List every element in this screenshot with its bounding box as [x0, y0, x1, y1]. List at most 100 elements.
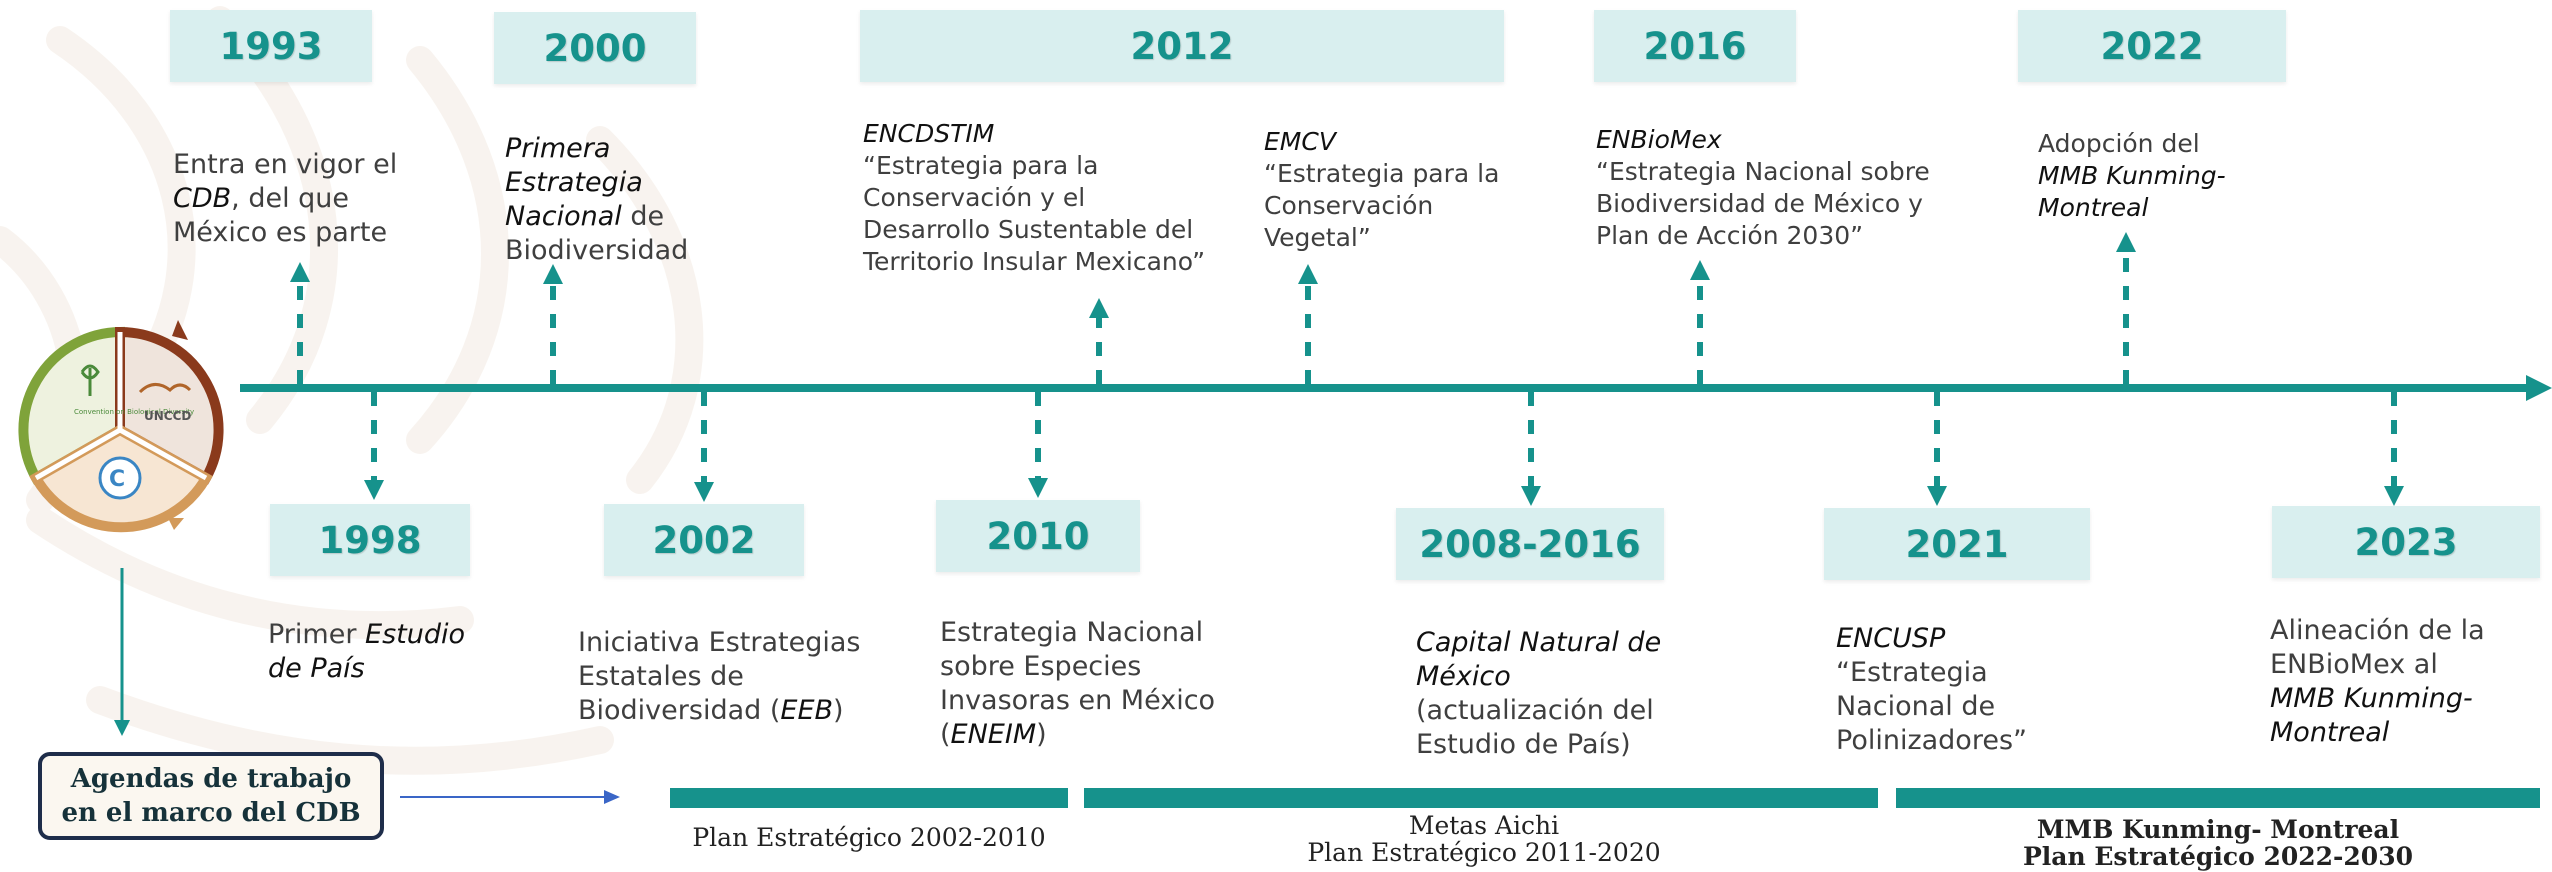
svg-text:C: C [109, 467, 125, 492]
agenda-box: Agendas de trabajo en el marco del CDB [38, 752, 384, 840]
desc-line: MMB Kunming- [2270, 682, 2550, 716]
desc-line: Biodiversidad (EEB) [578, 694, 908, 728]
desc-segment: ENCDSTIM [863, 119, 995, 148]
desc-segment: ENCUSP [1836, 623, 1946, 654]
year-box-2002: 2002 [604, 504, 804, 576]
year-box-2023: 2023 [2272, 506, 2540, 578]
desc-segment: Iniciativa Estrategias [578, 627, 861, 658]
year-box-2016: 2016 [1594, 10, 1796, 82]
agenda-arrow [400, 790, 620, 804]
desc-line: MMB Kunming- [2038, 160, 2338, 192]
desc-line: CDB, del que [173, 182, 433, 216]
year-box-1993: 1993 [170, 10, 372, 82]
year-box-2008-2016: 2008-2016 [1396, 508, 1664, 580]
agenda-line-1: Agendas de trabajo [70, 764, 352, 794]
logo-unccd-label: UNCCD [144, 409, 191, 423]
desc-segment: Entra en vigor el [173, 149, 398, 180]
desc-line: Entra en vigor el [173, 148, 433, 182]
plan-label-line: Plan Estratégico 2022-2030 [2023, 842, 2413, 871]
desc-segment: Desarrollo Sustentable del [863, 215, 1194, 244]
plan-label-2011-2020: Metas Aichi Plan Estratégico 2011-2020 [1184, 812, 1784, 866]
desc-line: (ENEIM) [940, 718, 1280, 752]
desc-line: Plan de Acción 2030” [1596, 220, 1996, 252]
desc-line: Alineación de la [2270, 614, 2550, 648]
desc-segment: sobre Especies [940, 651, 1142, 682]
desc-segment: Vegetal” [1264, 223, 1371, 252]
desc-segment: Estudio [365, 619, 465, 650]
desc-line: ENBioMex [1596, 124, 1996, 156]
desc-line: ENCDSTIM [863, 118, 1263, 150]
desc-segment: Primera [505, 133, 611, 164]
desc-segment: ( [940, 719, 951, 750]
desc-segment: ENBioMex al [2270, 649, 2438, 680]
desc-segment: ENEIM [950, 719, 1037, 750]
desc-segment: CDB [173, 183, 232, 214]
desc-segment: de País [268, 653, 365, 684]
conventions-logo: Convention on Biological Diversity UNCCD… [18, 320, 224, 533]
desc-line: Iniciativa Estrategias [578, 626, 908, 660]
desc-segment: “Estrategia para la [1264, 159, 1500, 188]
desc-segment: Conservación y el [863, 183, 1086, 212]
year-box-2021: 2021 [1824, 508, 2090, 580]
plan-label-2002-2010: Plan Estratégico 2002-2010 [670, 824, 1068, 851]
desc-segment: ) [1036, 719, 1047, 750]
desc-line: Desarrollo Sustentable del [863, 214, 1263, 246]
desc-segment: Montreal [2038, 193, 2149, 222]
logo-down-arrow [114, 568, 130, 736]
desc-line: EMCV [1264, 126, 1564, 158]
desc-segment: Capital Natural de [1416, 627, 1662, 658]
desc-segment: Invasoras en México [940, 685, 1216, 716]
desc-segment: MMB Kunming- [2270, 683, 2473, 714]
agenda-line-2: en el marco del CDB [61, 798, 361, 828]
plan-label-line: Plan Estratégico 2011-2020 [1307, 838, 1661, 867]
desc-segment: Alineación de la [2270, 615, 2485, 646]
desc-segment: Territorio Insular Mexicano” [863, 247, 1206, 276]
desc-line: Estrategia Nacional [940, 616, 1280, 650]
desc-line: Capital Natural de [1416, 626, 1746, 660]
desc-segment: Estudio de País) [1416, 729, 1631, 760]
desc-line: Estrategia [505, 166, 745, 200]
year-box-1998: 1998 [270, 504, 470, 576]
desc-segment: Adopción del [2038, 129, 2200, 158]
timeline-axis [240, 375, 2552, 401]
desc-segment: México es parte [173, 217, 388, 248]
desc-segment: (actualización del [1416, 695, 1654, 726]
desc-line: “Estrategia para la [863, 150, 1263, 182]
desc-line: México [1416, 660, 1746, 694]
plan-label-line: Metas Aichi [1408, 811, 1560, 840]
plan-bar-2002-2010 [670, 788, 1068, 808]
desc-segment: Plan de Acción 2030” [1596, 221, 1864, 250]
desc-segment: Conservación [1264, 191, 1434, 220]
desc-segment: , del que [231, 183, 350, 214]
desc-line: Conservación [1264, 190, 1564, 222]
desc-line: Nacional de [505, 200, 745, 234]
desc-line: sobre Especies [940, 650, 1280, 684]
desc-line: Nacional de [1836, 690, 2136, 724]
desc-line: Primer Estudio [268, 618, 528, 652]
desc-segment: México [1416, 661, 1511, 692]
desc-segment: Estrategia [505, 167, 643, 198]
desc-segment: Montreal [2270, 717, 2390, 748]
year-box-2022: 2022 [2018, 10, 2286, 82]
desc-line: Polinizadores” [1836, 724, 2136, 758]
desc-line: Estatales de [578, 660, 908, 694]
desc-segment: MMB Kunming- [2038, 161, 2226, 190]
desc-line: Montreal [2038, 192, 2338, 224]
desc-segment: Nacional de [1836, 691, 1996, 722]
desc-line: “Estrategia Nacional sobre [1596, 156, 1996, 188]
desc-segment: Biodiversidad de México y [1596, 189, 1923, 218]
desc-segment: EMCV [1264, 127, 1336, 156]
desc-line: de País [268, 652, 528, 686]
desc-line: Conservación y el [863, 182, 1263, 214]
year-box-2012: 2012 [860, 10, 1504, 82]
desc-segment: EEB [780, 695, 834, 726]
desc-segment: ) [833, 695, 844, 726]
desc-line: Territorio Insular Mexicano” [863, 246, 1263, 278]
